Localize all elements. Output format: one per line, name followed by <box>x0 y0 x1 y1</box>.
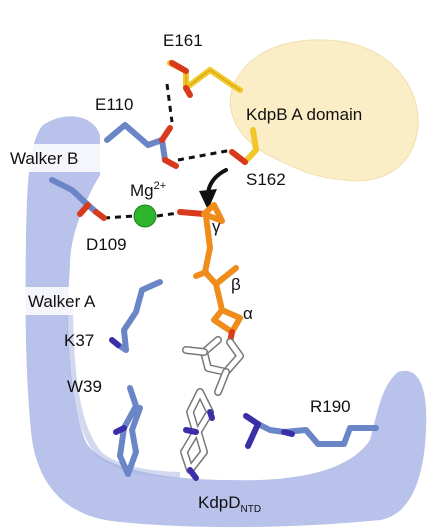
label-kdpb-a-domain: KdpB A domain <box>246 105 362 124</box>
walker-a-label-bg <box>22 287 130 315</box>
label-r190: R190 <box>310 397 351 416</box>
w39-residue <box>113 385 143 477</box>
curved-arrow-icon <box>199 168 228 210</box>
hbond-e110-s162 <box>177 148 233 162</box>
d109-residue <box>49 177 107 221</box>
magnesium-ion-icon <box>133 204 157 228</box>
label-beta: β <box>231 275 241 294</box>
label-alpha: α <box>243 304 253 323</box>
hbond-e161-e110 <box>165 83 174 123</box>
label-walker-b: Walker B <box>10 149 78 168</box>
e161-residue <box>167 60 243 98</box>
s162-residue <box>229 127 259 165</box>
label-e161: E161 <box>163 31 203 50</box>
label-kdpd: KdpD <box>198 493 241 512</box>
label-e110: E110 <box>95 95 133 114</box>
adenosine <box>180 336 244 481</box>
r190-residue <box>243 413 379 449</box>
label-mg-charge: 2+ <box>154 180 167 192</box>
label-mg: Mg2+ <box>130 180 166 200</box>
phosphate-chain <box>177 202 243 345</box>
label-w39: W39 <box>67 377 102 396</box>
label-walker-a: Walker A <box>28 292 96 311</box>
label-k37: K37 <box>64 331 94 350</box>
kdpd-surface-inner-shade <box>67 299 181 478</box>
e110-residue <box>104 122 179 169</box>
hydrogen-bonds <box>103 83 233 220</box>
label-gamma: γ <box>212 217 221 236</box>
label-kdpd-subscript: NTD <box>241 504 262 515</box>
label-mg-symbol: Mg <box>130 181 154 200</box>
k37-residue <box>109 279 163 353</box>
label-d109: D109 <box>86 235 127 254</box>
label-kdpd-ntd: KdpDNTD <box>198 493 261 515</box>
walker-b-label-bg <box>6 144 110 172</box>
hbond-mg-gamma <box>156 211 179 218</box>
kdpb-a-domain-surface <box>229 39 419 182</box>
hbond-d109-mg <box>103 214 135 220</box>
label-s162: S162 <box>246 170 286 189</box>
